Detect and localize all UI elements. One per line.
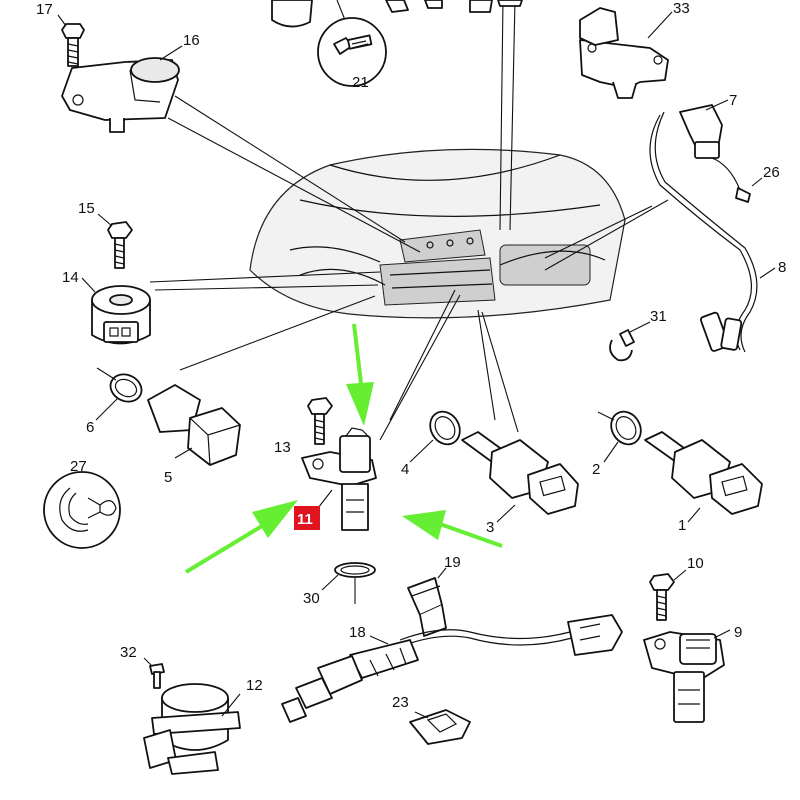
part-11-cam-sensor [301,427,377,531]
label-10: 10 [687,555,704,572]
part-8-harness [649,111,776,353]
part-15-bolt [97,213,133,269]
part-4-washer [409,410,461,463]
label-6: 6 [86,419,94,436]
label-8: 8 [778,259,786,276]
label-31: 31 [650,308,667,325]
part-5-sensor [147,384,241,466]
label-2: 2 [592,461,600,478]
part-14-knock-sensor [81,277,151,345]
label-15: 15 [78,200,95,217]
engine-bay [249,148,626,319]
part-12-airflow-meter [143,683,241,775]
part-13-bolt [307,397,333,445]
arrow-right-bottom [402,510,503,548]
label-16: 16 [183,32,200,49]
label-14: 14 [62,269,79,286]
label-21: 21 [352,74,369,91]
part-6-washer [95,367,143,421]
label-27: 27 [70,458,87,475]
label-7: 7 [729,92,737,109]
part-10-bolt [649,569,687,621]
label-13: 13 [274,439,291,456]
top-partial-parts [271,0,523,28]
part-19-bracket [407,567,447,637]
callout-numbers: 17 16 21 33 7 26 8 15 14 31 6 13 4 2 5 2… [36,0,786,711]
part-16-sensor-bracket [61,45,183,133]
label-3: 3 [486,519,494,536]
part-7-ignition-lead [679,99,729,159]
part-32-screw [143,657,165,689]
label-9: 9 [734,624,742,641]
part-9-crank-sensor [643,629,731,723]
part-1-temp-sensor [644,431,763,523]
label-17: 17 [36,1,53,18]
arrow-left-bottom [184,500,298,574]
part-23-plate [409,709,471,745]
green-arrows [184,323,503,574]
part-26-connector [711,157,763,203]
label-18: 18 [349,624,366,641]
part-17-bolt [57,14,85,67]
label-19: 19 [444,554,461,571]
label-4: 4 [401,461,409,478]
label-32: 32 [120,644,137,661]
label-1: 1 [678,517,686,534]
part-30-o-ring [321,562,376,604]
label-30: 30 [303,590,320,607]
arrow-down [346,323,374,426]
part-3-temp-sensor [461,431,579,523]
label-11: 11 [297,511,313,528]
highlight-box-11 [294,506,320,530]
part-33-map-sensor [579,7,673,99]
label-5: 5 [164,469,172,486]
part-31-clip [609,321,651,362]
part-2-washer [597,410,642,463]
part-21-screw [317,0,387,87]
leader-lines [149,0,669,441]
label-26: 26 [763,164,780,181]
part-18-oxygen-sensor [281,614,623,723]
label-23: 23 [392,694,409,711]
label-33: 33 [673,0,690,17]
part-27-clip [43,471,121,549]
label-12: 12 [246,677,263,694]
